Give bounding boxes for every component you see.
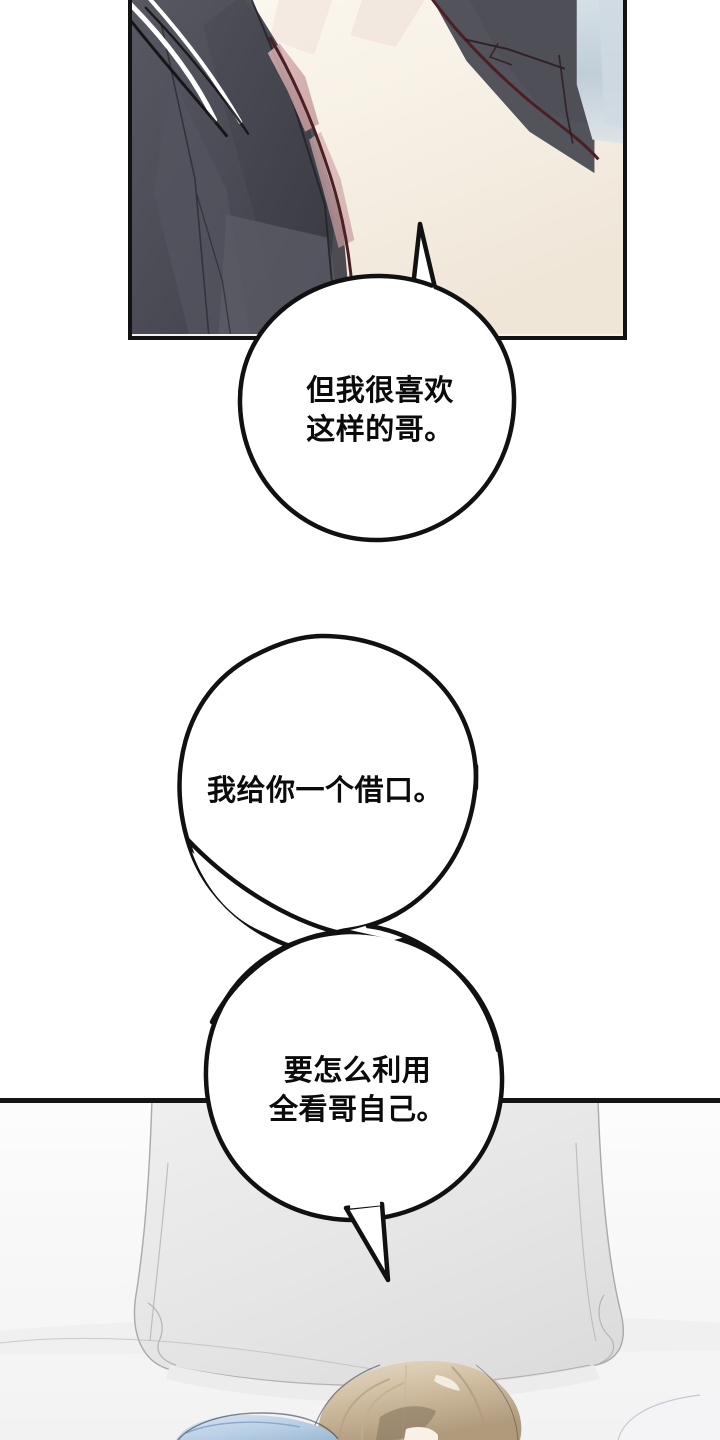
hair-highlight bbox=[434, 1375, 460, 1391]
highlight-outline-1 bbox=[132, 19, 228, 138]
pillow-fold-right bbox=[575, 1142, 597, 1342]
right-mass-outline bbox=[431, 0, 600, 161]
sheet-fold-right-line bbox=[617, 1394, 701, 1440]
upper-panel-artwork bbox=[132, 0, 623, 335]
right-mass-crease-1 bbox=[464, 38, 566, 70]
garment-blue-fold bbox=[185, 1421, 301, 1434]
pillow-fold-left bbox=[149, 1162, 169, 1342]
speech-bubble-double[interactable] bbox=[150, 620, 540, 1300]
garment-right-mass bbox=[463, 0, 595, 126]
speech-bubble-lower-tail bbox=[343, 1201, 391, 1283]
garment-crease-2 bbox=[250, 0, 338, 335]
speech-bubble-lower-tail-seam bbox=[349, 1200, 381, 1209]
hair-mass bbox=[317, 1360, 522, 1440]
bubble-pinch-stroke-left-lower bbox=[209, 929, 339, 1025]
garment-crease-3 bbox=[196, 194, 232, 335]
speech-bubble-upper-tail-seam bbox=[414, 287, 435, 296]
garment-blue-outline bbox=[177, 1412, 339, 1440]
face-sliver bbox=[404, 1427, 438, 1440]
garment-crease-1 bbox=[160, 25, 210, 335]
speech-bubble-upper-body bbox=[237, 273, 517, 543]
hair-strand-2 bbox=[360, 1382, 405, 1440]
highlight-stroke-1 bbox=[132, 2, 218, 123]
garment-blue bbox=[176, 1415, 338, 1440]
bubble-pinch-stroke-right-lower bbox=[365, 923, 501, 1053]
sheet-crease bbox=[0, 1337, 373, 1370]
speech-bubble-upper[interactable] bbox=[212, 200, 544, 570]
speech-bubble-middle-text: 我给你一个借口。 bbox=[206, 775, 443, 807]
bubble-pinch-stroke-right-upper bbox=[365, 763, 479, 929]
right-mass-crease-3 bbox=[558, 54, 574, 144]
speech-bubble-upper-text: 但我很喜欢 这样的哥。 bbox=[306, 375, 454, 446]
pillow-corner-left bbox=[147, 1302, 177, 1366]
bubble-pinch-right bbox=[350, 788, 500, 940]
speech-bubble-lower-text: 要怎么利用 全看哥自己。 bbox=[268, 1055, 446, 1126]
hair-outline-right bbox=[475, 1364, 519, 1440]
hair-strand-4 bbox=[451, 1366, 487, 1440]
highlight-outline-2 bbox=[144, 6, 250, 135]
bubble-pinch-stroke-left-upper bbox=[185, 837, 339, 935]
skin-garment-outline bbox=[268, 36, 354, 292]
hair-face-shadow bbox=[376, 1406, 436, 1440]
illustration-panel-upper bbox=[128, 0, 627, 340]
sheet-fold-right bbox=[616, 1395, 720, 1440]
skin-streak-b bbox=[350, 0, 425, 48]
hair-strand-1 bbox=[339, 1378, 391, 1440]
highlight-stroke-2 bbox=[148, 0, 243, 124]
hair-outline-left bbox=[311, 1364, 381, 1434]
right-mass-crease-2 bbox=[489, 42, 513, 66]
sleeping-figure bbox=[311, 1360, 522, 1440]
skin-streak-a bbox=[269, 0, 333, 56]
background-blue-strip-inner bbox=[598, 0, 623, 128]
pillow-corner-right bbox=[598, 1294, 615, 1364]
